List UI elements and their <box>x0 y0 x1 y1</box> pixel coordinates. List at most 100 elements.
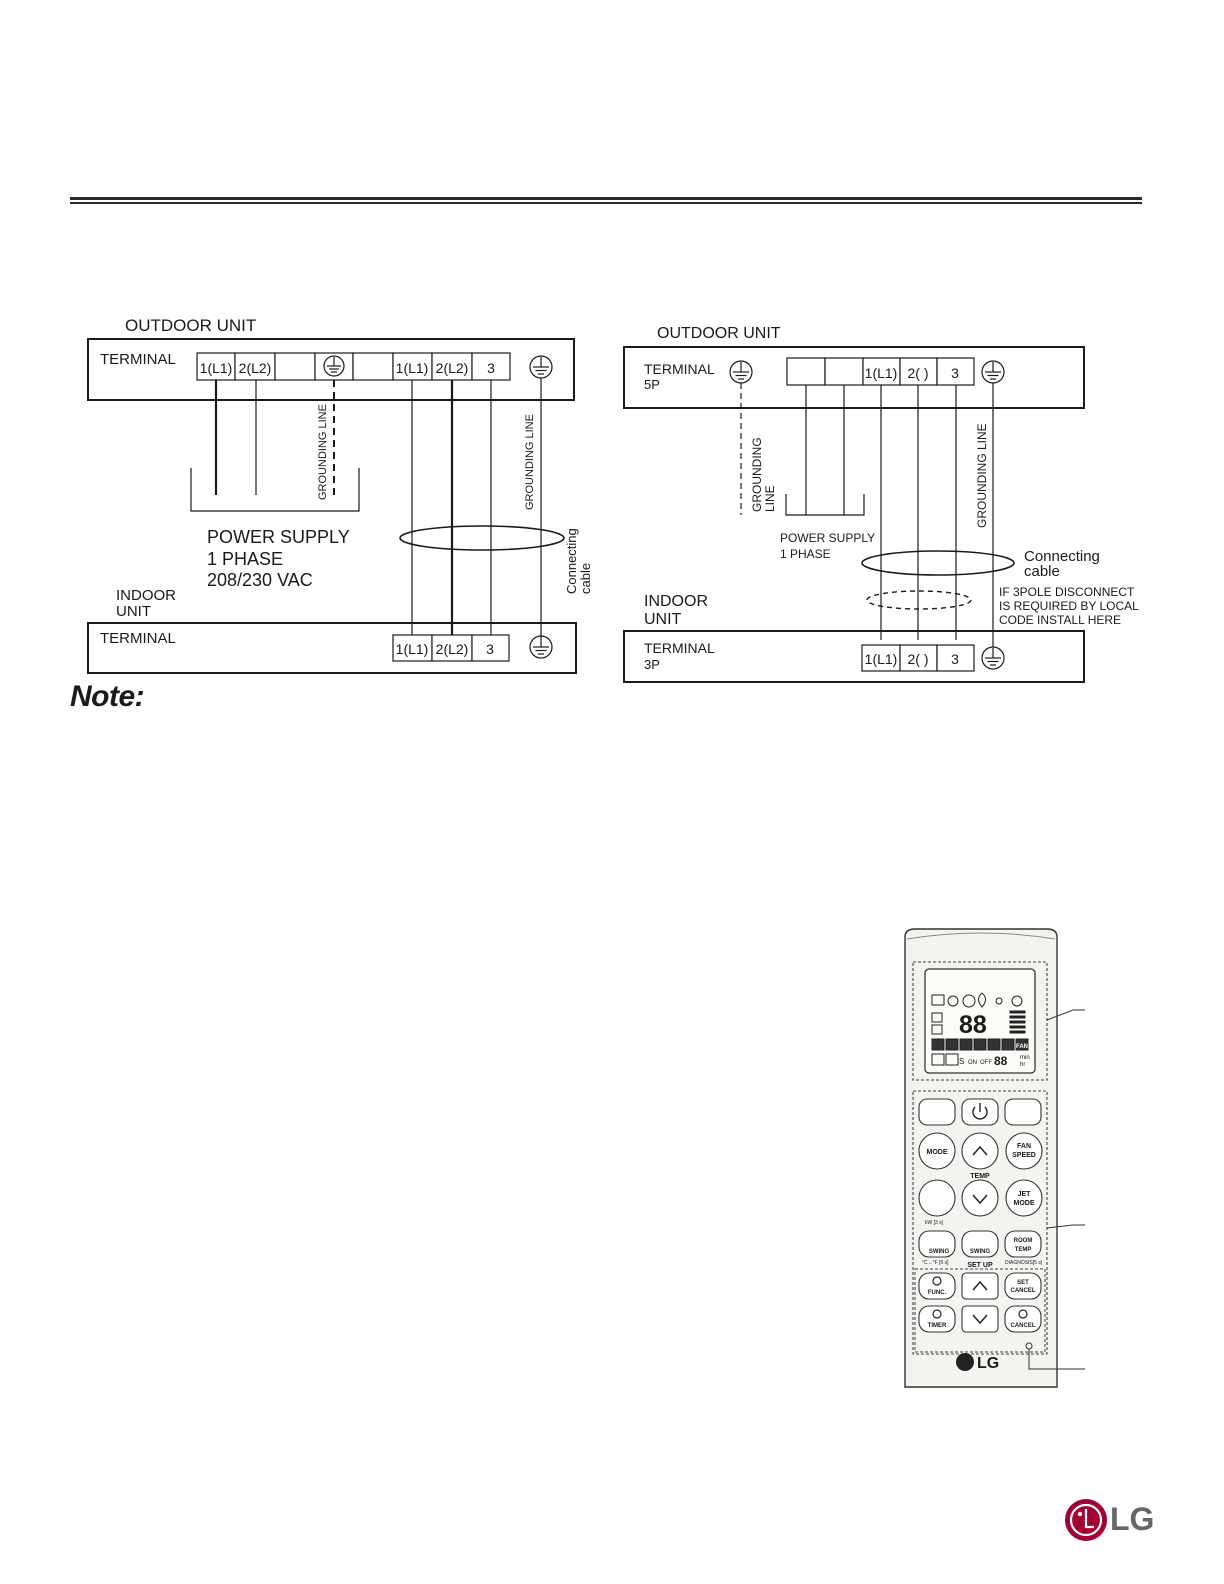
terminal-cell-3: 3 <box>486 641 494 657</box>
outdoor-unit-label: OUTDOOR UNIT <box>657 325 781 342</box>
swing-horizontal-button[interactable] <box>961 1230 999 1258</box>
lcd-timer-digits: 88 <box>994 1054 1008 1068</box>
chevron-down-icon <box>972 1194 988 1205</box>
outdoor-terminal-strip <box>196 352 511 381</box>
disconnect-ring <box>866 590 972 610</box>
kw-button[interactable] <box>918 1179 956 1217</box>
fan-speed-button[interactable] <box>1005 1132 1043 1170</box>
terminal-cell-2: 2( ) <box>908 365 929 381</box>
terminal-cell-2: 2( ) <box>908 651 929 667</box>
func-button[interactable] <box>918 1272 956 1300</box>
timer-label: TIMER <box>928 1323 947 1329</box>
lcd-off-label: OFF <box>980 1060 992 1066</box>
outdoor-unit-label: OUTDOOR UNIT <box>125 316 256 335</box>
connecting-cable-label: cable <box>1024 563 1060 580</box>
note-heading: Note: <box>70 680 145 713</box>
lcd-icons <box>931 992 1029 1066</box>
mode-label: MODE <box>927 1149 948 1156</box>
grounding-line-label: LINE <box>763 485 777 512</box>
set-cancel-button[interactable] <box>1004 1272 1042 1300</box>
ground-icon <box>729 360 753 384</box>
swing-vertical-button[interactable] <box>918 1230 956 1258</box>
lcd-on-label: ON <box>968 1060 977 1066</box>
fan-speed-label: FAN <box>1017 1143 1031 1150</box>
power-supply-label: POWER SUPPLY <box>780 531 875 545</box>
indoor-unit-label: INDOOR <box>116 587 176 604</box>
power-supply-phase: 1 PHASE <box>780 547 831 561</box>
callout-line-reset <box>1028 1349 1085 1370</box>
buttons-area-outline <box>912 1090 1048 1355</box>
ground-icon <box>529 355 553 379</box>
temp-down-button[interactable] <box>961 1179 999 1217</box>
indoor-unit-label: UNIT <box>644 611 682 628</box>
disconnect-note: IS REQUIRED BY LOCAL <box>999 599 1139 613</box>
footer-lg-logo: LG <box>1064 1497 1154 1543</box>
temp-up-button[interactable] <box>961 1132 999 1170</box>
power-supply-label: POWER SUPPLY <box>207 527 350 547</box>
connecting-cable-label: cable <box>578 563 593 594</box>
display-area-outline <box>912 961 1048 1081</box>
wiring-diagram-right: OUTDOOR UNIT TERMINAL 5P 1(L1) 2( ) 3 GR… <box>623 325 1139 683</box>
temp-label: TEMP <box>970 1173 990 1180</box>
terminal-cell-l1: 1(L1) <box>396 641 429 657</box>
timer-button[interactable] <box>918 1305 956 1333</box>
disconnect-note: IF 3POLE DISCONNECT <box>999 585 1135 599</box>
connecting-cable-label: Connecting <box>564 528 579 594</box>
terminal-cell-l2: 2(L2) <box>239 360 272 376</box>
indoor-terminal-box <box>87 622 577 674</box>
outdoor-terminal-box <box>87 338 575 401</box>
header-rule-thin <box>70 202 1142 204</box>
terminal-cell-l2-b: 2(L2) <box>436 360 469 376</box>
lg-logo: LG <box>956 1353 999 1372</box>
indoor-terminal-label: TERMINAL <box>644 640 715 656</box>
blank-button-right[interactable] <box>1004 1098 1042 1126</box>
setup-area-outline <box>914 1268 1046 1353</box>
grounding-line-label: GROUNDING <box>750 437 764 512</box>
terminal-cell-l1-b: 1(L1) <box>396 360 429 376</box>
callout-line-buttons <box>1046 1224 1085 1229</box>
ground-icon <box>529 635 553 659</box>
outdoor-terminal-type: 5P <box>644 377 660 392</box>
indoor-unit-label: INDOOR <box>644 593 708 610</box>
terminal-cell-l1: 1(L1) <box>865 365 898 381</box>
room-temp-label: TEMP <box>1015 1247 1032 1253</box>
lcd-fan-label: FAN <box>1016 1044 1028 1050</box>
outdoor-terminal-strip <box>786 357 975 386</box>
clock-icon <box>932 1309 942 1319</box>
swing-horizontal-label: SWING <box>970 1249 991 1255</box>
room-temp-button[interactable] <box>1004 1230 1042 1258</box>
room-temp-label: ROOM <box>1014 1238 1033 1244</box>
indoor-terminal-label: TERMINAL <box>100 630 176 647</box>
callout-line-display <box>1046 1009 1085 1021</box>
connecting-cable-ring <box>861 550 1015 576</box>
jet-mode-button[interactable] <box>1005 1179 1043 1217</box>
power-supply-voltage: 208/230 VAC <box>207 570 313 590</box>
kw-label: kW [3 s] <box>925 1220 944 1226</box>
setup-up-button[interactable] <box>961 1272 999 1300</box>
lcd-timer-unit-min: min <box>1020 1055 1030 1061</box>
chevron-up-icon <box>972 1145 988 1156</box>
reset-pinhole[interactable] <box>1025 1342 1033 1350</box>
terminal-cell-l1: 1(L1) <box>200 360 233 376</box>
func-label: FUNC. <box>928 1290 947 1296</box>
set-cancel-label: SET <box>1017 1280 1029 1286</box>
mode-button[interactable] <box>918 1132 956 1170</box>
header-rule-thick <box>70 197 1142 200</box>
ground-icon <box>323 355 345 377</box>
blank-button-left[interactable] <box>918 1098 956 1126</box>
grounding-line-label: GROUNDING LINE <box>975 423 989 528</box>
power-icon <box>972 1103 988 1120</box>
cancel-button[interactable] <box>1004 1305 1042 1333</box>
outdoor-terminal-label: TERMINAL <box>644 361 715 377</box>
outdoor-terminal-box <box>623 346 1085 409</box>
grounding-line-label: GROUNDING LINE <box>524 414 536 510</box>
terminal-cell-3: 3 <box>951 365 959 381</box>
connecting-cable-label: Connecting <box>1024 548 1100 565</box>
setup-down-button[interactable] <box>961 1305 999 1333</box>
jet-mode-label: JET <box>1018 1191 1032 1198</box>
terminal-cell-3: 3 <box>487 360 495 376</box>
disconnect-note: CODE INSTALL HERE <box>999 613 1121 627</box>
indoor-terminal-strip <box>392 634 510 662</box>
gear-icon <box>932 1276 942 1286</box>
swing-vertical-label: SWING <box>929 1249 950 1255</box>
